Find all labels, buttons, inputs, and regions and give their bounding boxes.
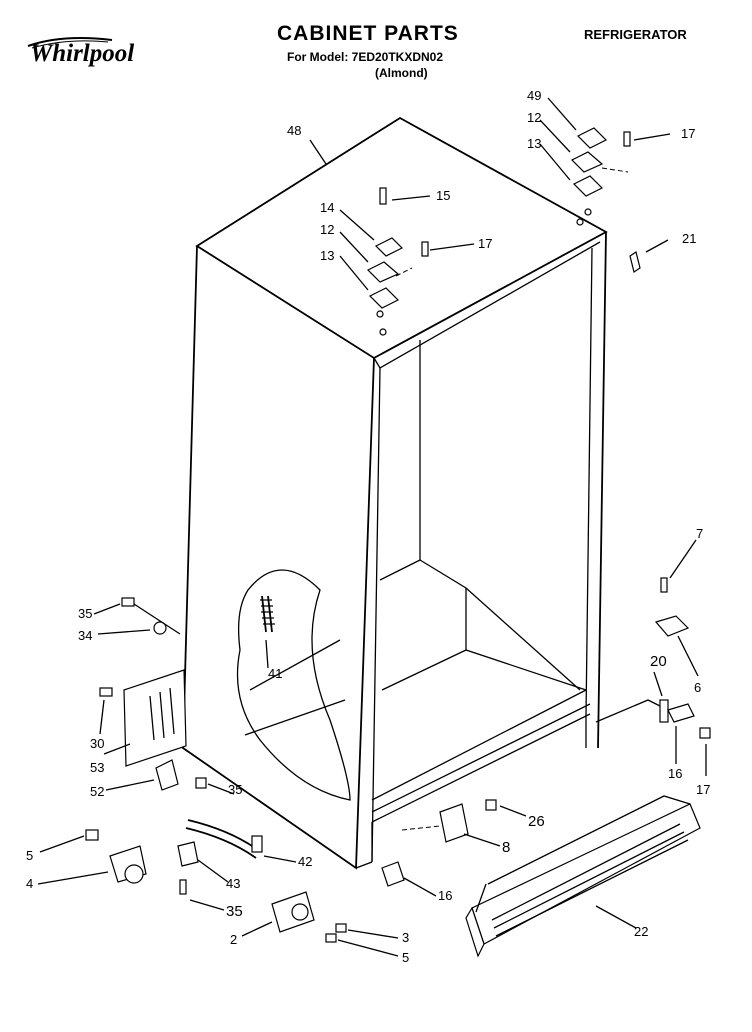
callout-5: 5 — [402, 950, 409, 965]
callout-52: 52 — [90, 784, 104, 799]
callout-35: 35 — [228, 782, 242, 797]
top-hinge-right — [570, 127, 631, 226]
callout-53: 53 — [90, 760, 104, 775]
leader-lines — [37, 97, 707, 957]
part-8-26-bracket — [401, 799, 497, 843]
model-number: For Model: 7ED20TKXDN02 — [287, 50, 444, 64]
part-4-roller-assembly — [85, 829, 147, 884]
callout-15: 15 — [436, 188, 450, 203]
brand-logo: Whirlpool — [30, 40, 135, 67]
part-41-insulation — [260, 595, 275, 633]
callout-17: 17 — [681, 126, 695, 141]
part-7-6-bracket — [654, 577, 690, 637]
part-52-clip — [155, 759, 179, 791]
callout-16: 16 — [438, 888, 452, 903]
top-hinge-left — [366, 187, 429, 336]
callout-20: 20 — [650, 653, 667, 670]
callout-7: 7 — [696, 526, 703, 541]
brand-logo-swoosh — [27, 37, 113, 49]
part-22-toe-grille — [465, 795, 701, 958]
part-42-drain-tube — [185, 819, 263, 859]
part-21-plug — [629, 251, 641, 273]
model-color: (Almond) — [375, 66, 428, 80]
callout-16: 16 — [668, 766, 682, 781]
callout-4: 4 — [26, 876, 33, 891]
callout-35: 35 — [226, 903, 243, 920]
callout-17: 17 — [696, 782, 710, 797]
part-35-screw — [195, 777, 207, 789]
part-2-roller-assembly — [271, 891, 347, 943]
callout-30: 30 — [90, 736, 104, 751]
callout-41: 41 — [268, 666, 282, 681]
callout-22: 22 — [634, 924, 648, 939]
part-35-34-left — [121, 597, 181, 635]
callout-12: 12 — [320, 222, 334, 237]
callout-49: 49 — [527, 88, 541, 103]
callout-labels: 49 12 13 17 48 15 14 12 17 13 21 7 35 34… — [26, 88, 710, 965]
part-30-53-panel — [99, 669, 187, 767]
callout-6: 6 — [694, 680, 701, 695]
callout-3: 3 — [402, 930, 409, 945]
callout-43: 43 — [226, 876, 240, 891]
cabinet-shell — [182, 116, 608, 870]
callout-34: 34 — [78, 628, 92, 643]
callout-26: 26 — [528, 813, 545, 830]
appliance-category: REFRIGERATOR — [584, 27, 687, 42]
callout-14: 14 — [320, 200, 334, 215]
callout-12: 12 — [527, 110, 541, 125]
callout-8: 8 — [502, 839, 510, 856]
callout-35: 35 — [78, 606, 92, 621]
callout-5: 5 — [26, 848, 33, 863]
callout-13: 13 — [527, 136, 541, 151]
part-35-lower-screw — [179, 879, 187, 895]
callout-13: 13 — [320, 248, 334, 263]
callout-21: 21 — [682, 231, 696, 246]
callout-17: 17 — [478, 236, 492, 251]
callout-48: 48 — [287, 123, 301, 138]
part-16-bottom-bracket — [381, 861, 405, 887]
page-title: CABINET PARTS — [277, 22, 459, 45]
part-20-16-right-brackets — [595, 699, 711, 739]
callout-2: 2 — [230, 932, 237, 947]
part-43-clamp — [177, 841, 199, 867]
callout-42: 42 — [298, 854, 312, 869]
